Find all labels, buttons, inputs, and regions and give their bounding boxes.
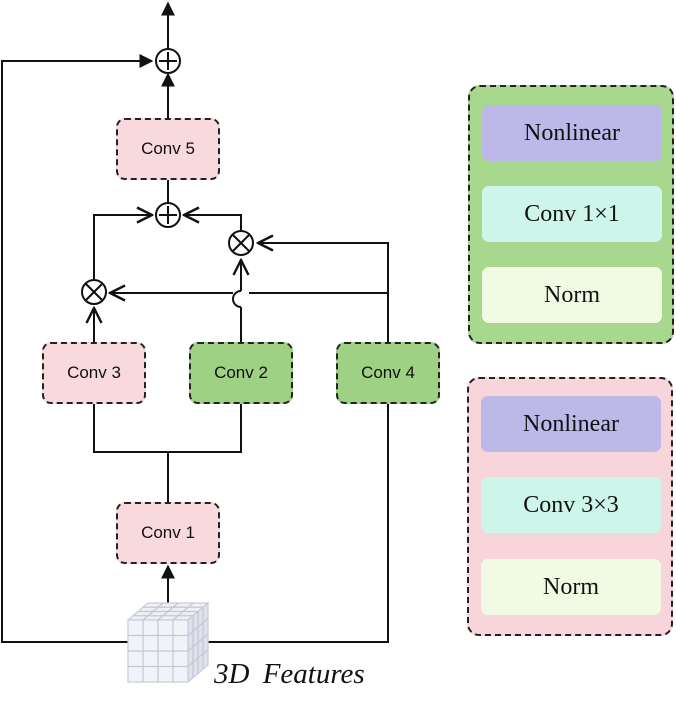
conv5-block: Conv 5: [116, 118, 220, 180]
legend-pink-conv: Conv 3×3: [481, 477, 661, 533]
add-middle-icon: [155, 202, 181, 228]
residual-skip-line: [1, 54, 154, 643]
conv2-block: Conv 2: [189, 342, 293, 404]
legend-green-norm: Norm: [482, 267, 662, 323]
legend-pink-nonlinear: Nonlinear: [481, 396, 661, 452]
legend-pink-norm: Norm: [481, 559, 661, 615]
input-label: 3D Features: [214, 658, 365, 690]
multiply-right-icon: [228, 230, 254, 256]
conv4-to-mult2: [258, 243, 389, 342]
conv3-block: Conv 3: [42, 342, 146, 404]
add-top-icon: [155, 48, 181, 74]
input-to-conv4: [208, 404, 389, 643]
conv1-fork: [93, 404, 242, 453]
conv4-block: Conv 4: [336, 342, 440, 404]
mult2-to-add: [184, 215, 242, 231]
legend-green-nonlinear: Nonlinear: [482, 105, 662, 161]
legend-green-block: Nonlinear Conv 1×1 Norm: [468, 85, 674, 344]
mult1-to-add: [93, 215, 152, 279]
conv1-block: Conv 1: [116, 502, 220, 564]
legend-pink-block: Nonlinear Conv 3×3 Norm: [467, 377, 673, 636]
legend-green-conv: Conv 1×1: [482, 186, 662, 242]
3d-features-cube-icon: [126, 601, 210, 684]
multiply-left-icon: [81, 279, 107, 305]
